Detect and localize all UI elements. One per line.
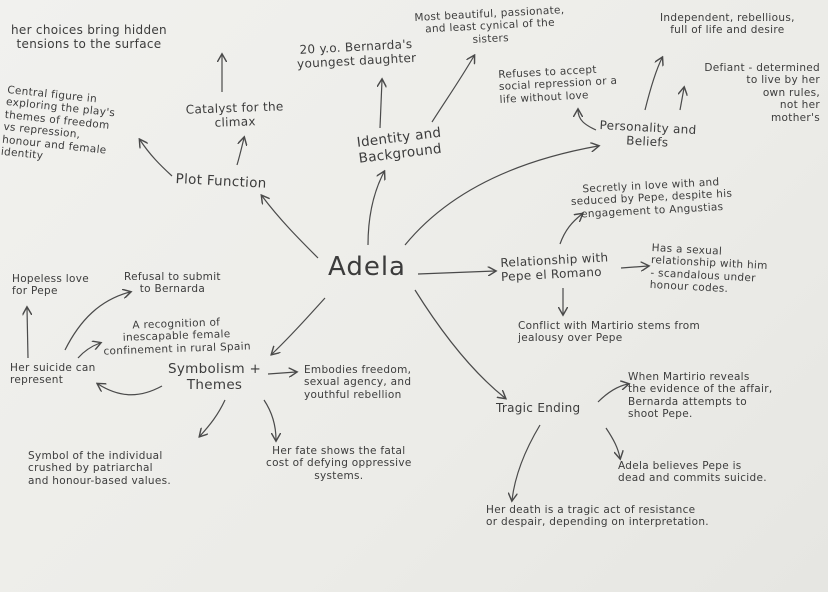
symbolism-symbol: Symbol of the individual crushed by patr… bbox=[28, 450, 172, 487]
arrow-plot-catalyst bbox=[236, 138, 244, 166]
arrow-identity-beautiful bbox=[431, 56, 474, 123]
arrow-end-believes bbox=[605, 427, 620, 458]
symbolism-refusal: Refusal to submit to Bernarda bbox=[124, 271, 221, 296]
symbolism-hopeless: Hopeless love for Pepe bbox=[12, 273, 90, 298]
personality-refuses: Refuses to accept social repression or a… bbox=[498, 63, 618, 106]
symbolism-fate: Her fate shows the fatal cost of defying… bbox=[266, 445, 412, 482]
identity-beautiful: Most beautiful, passionate, and least cy… bbox=[414, 4, 565, 46]
arrow-pers-refuses bbox=[578, 110, 597, 131]
arrow-sym-fate bbox=[263, 399, 276, 440]
arrow-identity-age bbox=[380, 80, 382, 129]
relationship-conflict: Conflict with Martirio stems from jealou… bbox=[518, 320, 701, 345]
arrow-pers-defiant bbox=[680, 88, 684, 111]
branch-tragic-ending: Tragic Ending bbox=[496, 401, 581, 415]
symbolism-suicide: Her suicide can represent bbox=[10, 362, 96, 387]
branch-symbolism: Symbolism + Themes bbox=[168, 361, 262, 393]
branch-personality: Personality and Beliefs bbox=[599, 118, 697, 150]
plot-choices: her choices bring hidden tensions to the… bbox=[11, 23, 167, 52]
personality-defiant: Defiant - determined to live by her own … bbox=[704, 62, 820, 124]
arrow-to-relationship bbox=[417, 271, 495, 274]
arrow-rel-secretly bbox=[559, 214, 582, 245]
plot-central-figure: Central figure in exploring the play's t… bbox=[0, 84, 116, 162]
arrow-sym-suicide bbox=[98, 384, 163, 396]
arrow-suicide-hopeless bbox=[27, 308, 28, 359]
branch-relationship: Relationship with Pepe el Romano bbox=[500, 250, 609, 285]
personality-independent: Independent, rebellious, full of life an… bbox=[660, 12, 795, 37]
arrow-suicide-recognition bbox=[77, 343, 100, 359]
arrow-to-personality bbox=[404, 146, 598, 246]
arrow-sym-refusal bbox=[64, 292, 130, 351]
ending-believes: Adela believes Pepe is dead and commits … bbox=[618, 460, 767, 485]
arrow-sym-embodies bbox=[267, 372, 296, 374]
arrow-to-symbolism bbox=[272, 297, 326, 354]
arrow-end-death bbox=[512, 424, 541, 500]
arrow-plot-central bbox=[140, 140, 173, 177]
arrow-sym-symbol bbox=[200, 399, 226, 436]
symbolism-recognition: A recognition of inescapable female conf… bbox=[103, 316, 251, 358]
arrow-end-martirio bbox=[597, 384, 628, 403]
relationship-sexual: Has a sexual relationship with him - sca… bbox=[649, 242, 768, 296]
arrow-rel-sexual bbox=[620, 266, 648, 268]
symbolism-embodies: Embodies freedom, sexual agency, and you… bbox=[304, 364, 412, 401]
ending-martirio: When Martirio reveals the evidence of th… bbox=[628, 371, 773, 421]
plot-catalyst: Catalyst for the climax bbox=[185, 99, 284, 130]
ending-death: Her death is a tragic act of resistance … bbox=[486, 504, 709, 529]
center-node-adela: Adela bbox=[328, 252, 406, 282]
arrow-pers-independent bbox=[644, 58, 662, 111]
arrow-to-ending bbox=[414, 289, 505, 398]
arrow-to-plot bbox=[262, 196, 319, 259]
arrow-to-identity bbox=[367, 172, 384, 246]
